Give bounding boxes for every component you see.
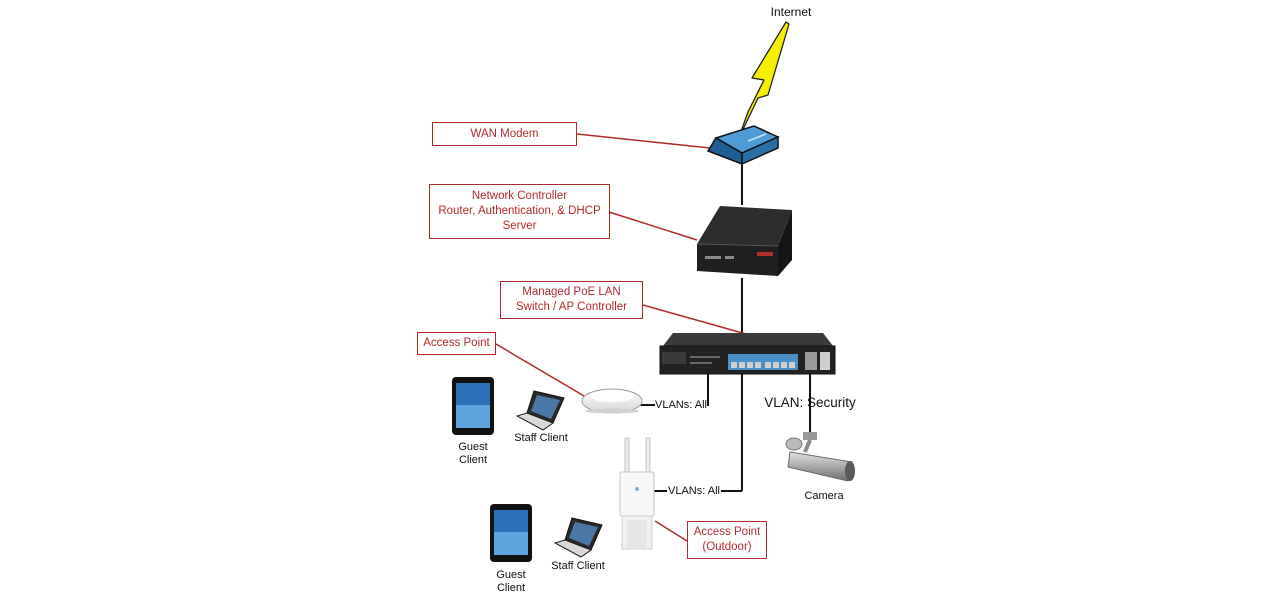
vlan-all-outdoor-label: VLANs: All [668, 485, 720, 497]
camera-label: Camera [804, 490, 844, 502]
callout-access-point: Access Point [417, 332, 496, 355]
modem-icon [706, 125, 780, 166]
leader-access-point [495, 343, 585, 397]
callout-leaders [495, 133, 747, 542]
switch-icon [659, 333, 836, 375]
outdoor-access-point-icon [619, 437, 655, 550]
callout-access-point-outdoor-line1: Access Point [693, 526, 761, 538]
vlan-security-label: VLAN: Security [764, 395, 856, 410]
guest-client-top-label: Guest Client [448, 441, 498, 467]
callout-network-controller-line1: Network Controller [471, 190, 568, 202]
staff-client-bottom-label: Staff Client [551, 560, 605, 572]
callout-managed-switch-line1: Managed PoE LAN [522, 286, 621, 298]
leader-access-point-outdoor [654, 520, 688, 542]
callout-wan-modem: WAN Modem [432, 122, 577, 146]
leader-wan-modem [576, 133, 711, 149]
callout-network-controller-line2: Router, Authentication, & DHCP [438, 205, 601, 217]
callout-wan-modem-line1: WAN Modem [470, 127, 539, 140]
vlan-label-bg-indoor [655, 397, 707, 413]
lightning-icon [737, 21, 790, 141]
guest-client-top-line2: Client [458, 454, 488, 466]
access-point-icon [581, 388, 643, 414]
guest-client-bottom-line1: Guest [496, 569, 526, 581]
callout-managed-switch-line2: Switch / AP Controller [515, 301, 627, 313]
callout-network-controller-line3: Server [502, 220, 537, 232]
vlan-label-bg-outdoor [667, 483, 721, 499]
tablet-icon [490, 504, 532, 562]
tablet-icon [452, 377, 494, 435]
laptop-icon [515, 390, 565, 431]
controller-icon [696, 206, 792, 276]
guest-client-top-line1: Guest [458, 441, 488, 453]
internet-label: Internet [770, 5, 812, 19]
wire-switch-access-point [612, 372, 709, 406]
staff-client-top-label: Staff Client [514, 432, 568, 444]
guest-client-bottom-line2: Client [496, 582, 526, 594]
vlan-all-indoor-label: VLANs: All [655, 399, 707, 411]
leader-managed-switch [642, 304, 747, 335]
laptop-icon [553, 517, 603, 558]
callout-access-point-outdoor: Access Point (Outdoor) [687, 521, 767, 559]
camera-icon [785, 432, 855, 482]
callout-managed-switch: Managed PoE LAN Switch / AP Controller [500, 281, 643, 319]
leader-network-controller [608, 211, 698, 241]
callout-network-controller: Network Controller Router, Authenticatio… [429, 184, 610, 239]
guest-client-bottom-label: Guest Client [486, 569, 536, 595]
callout-access-point-line1: Access Point [423, 337, 490, 349]
callout-access-point-outdoor-line2: (Outdoor) [702, 541, 752, 553]
